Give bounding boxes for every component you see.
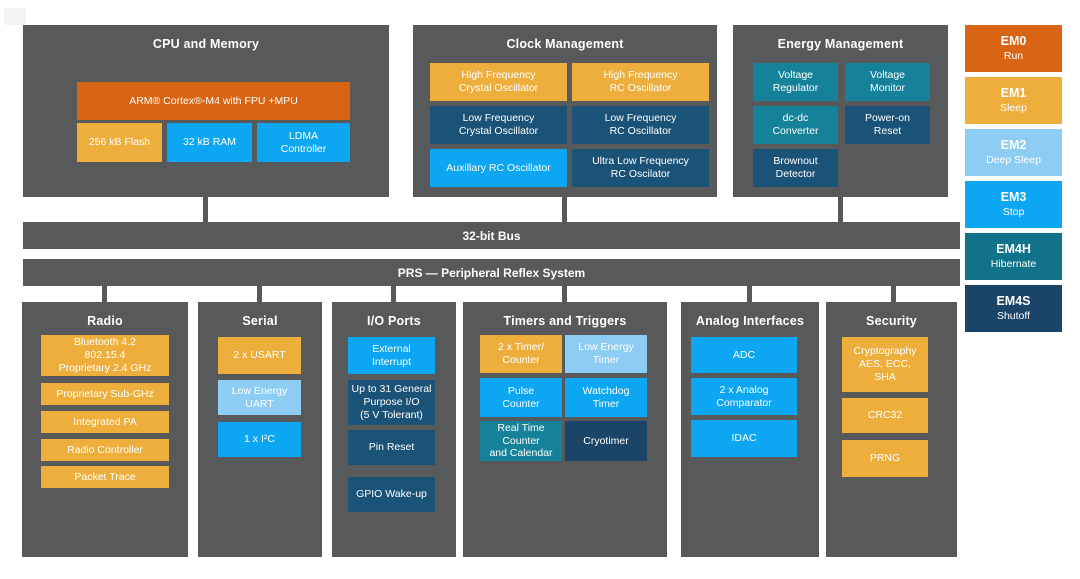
connector-stub-timers — [562, 286, 567, 302]
block-title-clock-management: Clock Management — [506, 37, 624, 51]
block-analog-interfaces: Analog Interfaces ADC 2 x Analog Compara… — [681, 302, 819, 557]
box-analog-comparator: 2 x Analog Comparator — [691, 378, 797, 415]
legend-mode: Stop — [1002, 205, 1025, 218]
box-voltage-monitor: Voltage Monitor — [845, 63, 930, 101]
box-watchdog-timer: Watchdog Timer — [565, 378, 647, 417]
box-arm-cortex-m4: ARM® Cortex®-M4 with FPU +MPU — [77, 82, 350, 120]
connector-stub-serial — [257, 286, 262, 302]
legend-item-em2: EM2 Deep Sleep — [965, 129, 1062, 176]
block-security: Security Cryptography AES, ECC, SHA CRC3… — [826, 302, 957, 557]
connector-stub-clock — [562, 197, 567, 222]
box-crc32: CRC32 — [842, 398, 928, 433]
box-integrated-pa: Integrated PA — [41, 411, 169, 433]
box-i2c: 1 x I²C — [218, 422, 301, 457]
box-lf-rc-oscillator: Low Frequency RC Oscillator — [572, 106, 709, 144]
box-power-on-reset: Power-on Reset — [845, 106, 930, 144]
legend-mode: Run — [1003, 49, 1024, 62]
legend-mode: Hibernate — [990, 257, 1037, 270]
block-title-radio: Radio — [87, 314, 123, 328]
box-ultra-lf-rc-oscillator: Ultra Low Frequency RC Oscilator — [572, 149, 709, 187]
corner-artifact — [4, 8, 26, 25]
box-bluetooth-802154-proprietary: Bluetooth 4.2 802.15.4 Proprietary 2.4 G… — [41, 335, 169, 376]
legend-name: EM0 — [1000, 34, 1027, 49]
legend-item-em1: EM1 Sleep — [965, 77, 1062, 124]
legend-name: EM2 — [1000, 138, 1027, 153]
bus-prs: PRS — Peripheral Reflex System — [23, 259, 960, 286]
connector-stub-energy — [838, 197, 843, 222]
bus-32bit: 32-bit Bus — [23, 222, 960, 249]
connector-stub-radio — [102, 286, 107, 302]
block-title-cpu-and-memory: CPU and Memory — [152, 37, 260, 51]
legend-item-em3: EM3 Stop — [965, 181, 1062, 228]
block-title-serial: Serial — [242, 314, 278, 328]
legend-mode: Deep Sleep — [986, 153, 1041, 166]
legend-item-em4h: EM4H Hibernate — [965, 233, 1062, 280]
box-flash-256kb: 256 kB Flash — [77, 123, 162, 162]
box-brownout-detector: Brownout Detector — [753, 149, 838, 187]
legend-item-em4s: EM4S Shutoff — [965, 285, 1062, 332]
box-hf-rc-oscillator: High Frequency RC Oscillator — [572, 63, 709, 101]
box-low-energy-uart: Low Energy UART — [218, 380, 301, 415]
bus-32bit-label: 32-bit Bus — [462, 228, 521, 243]
block-title-timers-and-triggers: Timers and Triggers — [503, 314, 627, 328]
block-title-security: Security — [866, 314, 917, 328]
block-title-energy-management: Energy Management — [777, 37, 904, 51]
legend-name: EM1 — [1000, 86, 1027, 101]
legend-name: EM4H — [996, 242, 1031, 257]
box-voltage-regulator: Voltage Regulator — [753, 63, 838, 101]
box-gpio-wakeup: GPIO Wake-up — [348, 477, 435, 512]
connector-stub-security — [891, 286, 896, 302]
box-cryotimer: Cryotimer — [565, 421, 647, 461]
block-energy-management: Energy Management Voltage Regulator Volt… — [733, 25, 948, 197]
legend-name: EM3 — [1000, 190, 1027, 205]
box-real-time-counter-calendar: Real Time Counter and Calendar — [480, 421, 562, 461]
box-cryptography: Cryptography AES, ECC, SHA — [842, 337, 928, 392]
box-ram-32kb: 32 kB RAM — [167, 123, 252, 162]
block-timers-and-triggers: Timers and Triggers 2 x Timer/ Counter L… — [463, 302, 667, 557]
block-cpu-and-memory: CPU and Memory ARM® Cortex®-M4 with FPU … — [23, 25, 389, 197]
connector-stub-io — [391, 286, 396, 302]
block-radio: Radio Bluetooth 4.2 802.15.4 Proprietary… — [22, 302, 188, 557]
box-pin-reset: Pin Reset — [348, 430, 435, 465]
box-ldma-controller: LDMA Controller — [257, 123, 350, 162]
box-prng: PRNG — [842, 440, 928, 477]
box-lf-crystal-oscillator: Low Frequency Crystal Oscillator — [430, 106, 567, 144]
legend-item-em0: EM0 Run — [965, 25, 1062, 72]
legend-mode: Shutoff — [996, 309, 1031, 322]
legend-mode: Sleep — [1000, 101, 1027, 114]
block-clock-management: Clock Management High Frequency Crystal … — [413, 25, 717, 197]
block-title-analog-interfaces: Analog Interfaces — [695, 314, 805, 328]
box-dcdc-converter: dc-dc Converter — [753, 106, 838, 144]
block-title-io-ports: I/O Ports — [367, 314, 421, 328]
box-hf-crystal-oscillator: High Frequency Crystal Oscillator — [430, 63, 567, 101]
connector-stub-analog — [747, 286, 752, 302]
box-pulse-counter: Pulse Counter — [480, 378, 562, 417]
box-low-energy-timer: Low Energy Timer — [565, 335, 647, 373]
connector-stub-cpu — [203, 197, 208, 222]
box-timer-counter: 2 x Timer/ Counter — [480, 335, 562, 373]
legend-name: EM4S — [996, 294, 1031, 309]
box-usart: 2 x USART — [218, 337, 301, 374]
box-adc: ADC — [691, 337, 797, 373]
box-proprietary-subghz: Proprietary Sub-GHz — [41, 383, 169, 405]
box-external-interrupt: External Interrupt — [348, 337, 435, 374]
box-auxillary-rc-oscillator: Auxillary RC Oscillator — [430, 149, 567, 187]
bus-prs-label: PRS — Peripheral Reflex System — [397, 265, 586, 280]
box-idac: IDAC — [691, 420, 797, 457]
box-general-purpose-io: Up to 31 General Purpose I/O (5 V Tolera… — [348, 380, 435, 425]
block-serial: Serial 2 x USART Low Energy UART 1 x I²C — [198, 302, 322, 557]
box-radio-controller: Radio Controller — [41, 439, 169, 461]
box-packet-trace: Packet Trace — [41, 466, 169, 488]
block-io-ports: I/O Ports External Interrupt Up to 31 Ge… — [332, 302, 456, 557]
